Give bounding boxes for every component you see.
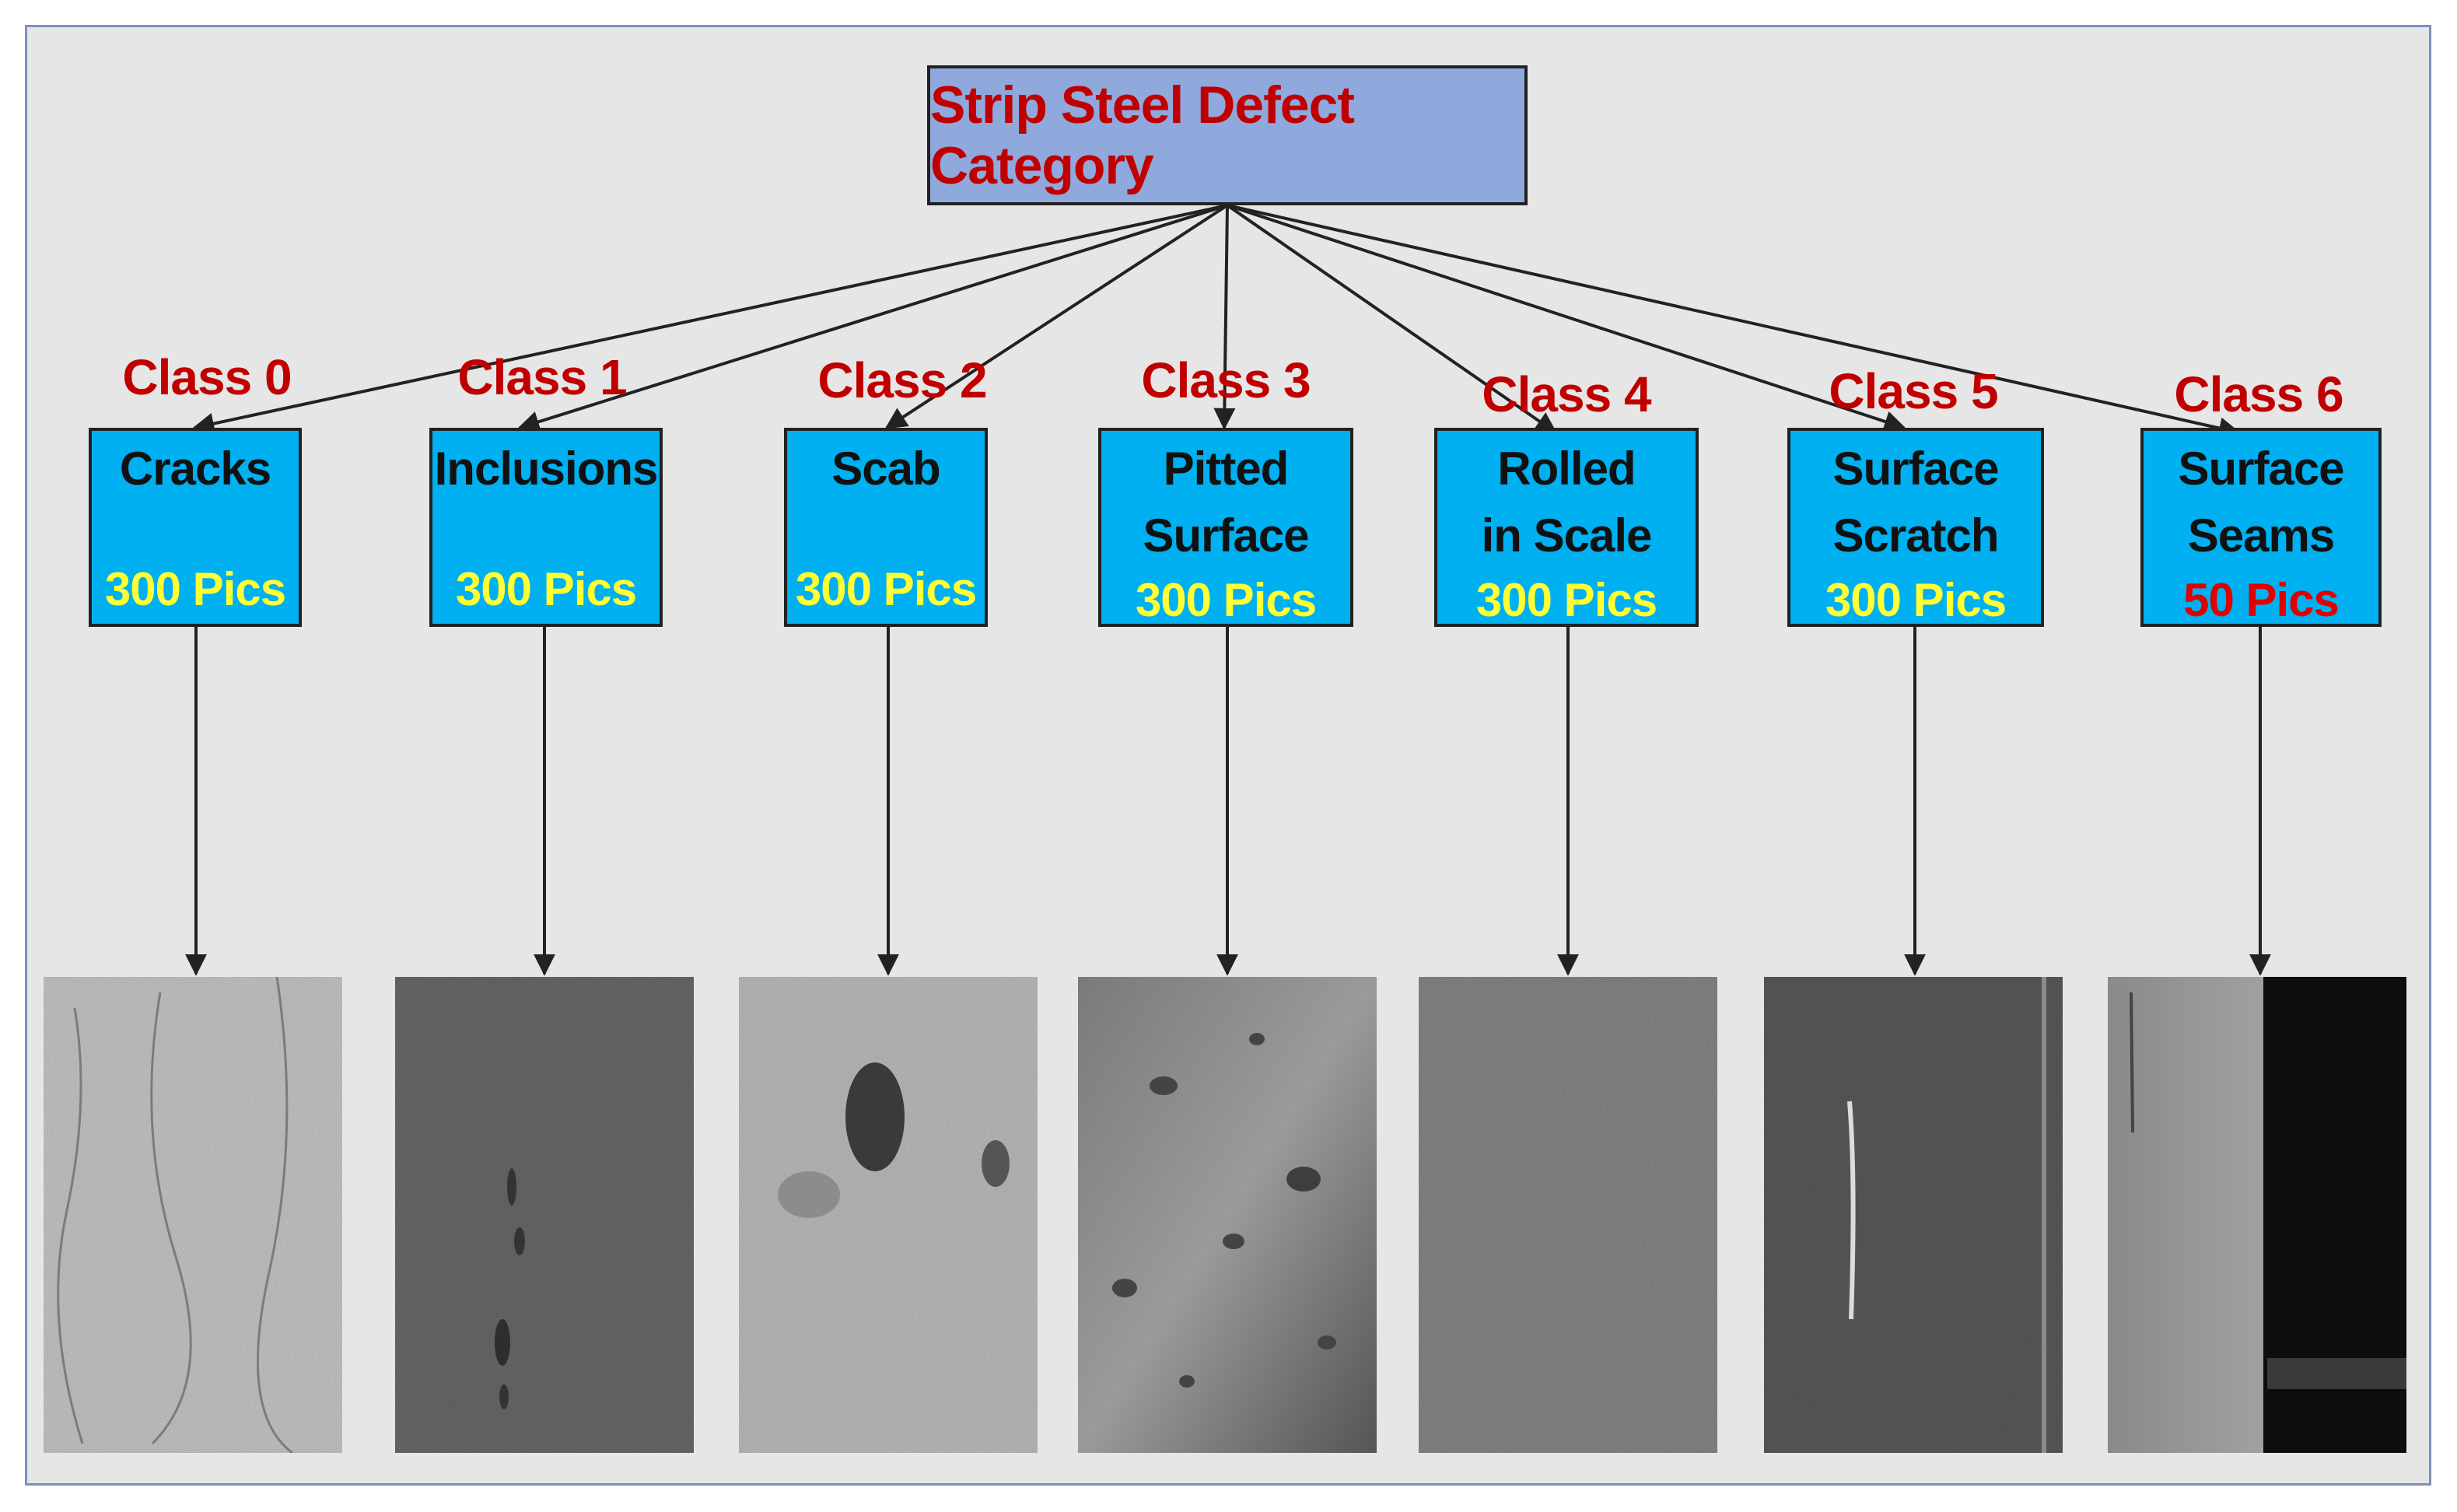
class-label-2: Class 2 <box>817 352 987 408</box>
arrow-root-to-class-1 <box>517 204 1228 432</box>
class-label-4: Class 4 <box>1482 366 1651 422</box>
sample-image-cracks <box>44 977 342 1453</box>
arrow-root-to-class-3 <box>1213 205 1236 430</box>
class-name-4: Rolled in Scale <box>1481 443 1653 562</box>
class-label-1: Class 1 <box>457 349 627 405</box>
arrow-root-to-class-4 <box>1226 204 1558 434</box>
class-box-0: Cracks 300 Pics <box>89 428 302 627</box>
arrow-root-to-class-5 <box>1227 204 1906 432</box>
sample-image-pitted <box>1078 977 1377 1453</box>
sample-image-scab <box>739 977 1038 1453</box>
class-count-2: 300 Pics <box>795 563 977 615</box>
class-count-3: 300 Pics <box>1135 574 1317 626</box>
arrow-root-to-class-6 <box>1227 204 2241 439</box>
arrow-root-to-class-0 <box>192 204 1228 435</box>
class-box-4: Rolled in Scale 300 Pics <box>1434 428 1699 627</box>
class-box-1: Inclusions 300 Pics <box>429 428 663 627</box>
root-node: Strip Steel Defect Category <box>927 65 1528 205</box>
class-label-3: Class 3 <box>1141 352 1311 408</box>
class-box-3: Pitted Surface 300 Pics <box>1098 428 1353 627</box>
class-box-6: Surface Seams 50 Pics <box>2140 428 2382 627</box>
arrow-root-to-class-2 <box>884 204 1229 429</box>
class-name-0: Cracks <box>119 443 271 495</box>
class-count-4: 300 Pics <box>1475 574 1657 626</box>
class-name-1: Inclusions <box>434 443 659 495</box>
class-name-5: Surface Scratch <box>1832 443 1999 562</box>
class-count-5: 300 Pics <box>1825 574 2007 626</box>
sample-image-inclusions <box>395 977 694 1453</box>
class-label-0: Class 0 <box>122 349 292 405</box>
class-count-1: 300 Pics <box>455 563 637 615</box>
class-name-2: Scab <box>831 443 940 495</box>
class-count-0: 300 Pics <box>104 563 286 615</box>
class-count-6: 50 Pics <box>2183 574 2340 626</box>
class-label-5: Class 5 <box>1829 363 1998 419</box>
sample-image-rolled <box>1419 977 1717 1453</box>
class-box-2: Scab 300 Pics <box>784 428 988 627</box>
root-title: Strip Steel Defect Category <box>930 75 1355 195</box>
sample-image-scratch <box>1764 977 2063 1453</box>
sample-image-seams <box>2108 977 2406 1453</box>
class-name-3: Pitted Surface <box>1143 443 1309 562</box>
class-name-6: Surface Seams <box>2178 443 2344 562</box>
class-box-5: Surface Scratch 300 Pics <box>1787 428 2044 627</box>
class-label-6: Class 6 <box>2174 366 2343 422</box>
